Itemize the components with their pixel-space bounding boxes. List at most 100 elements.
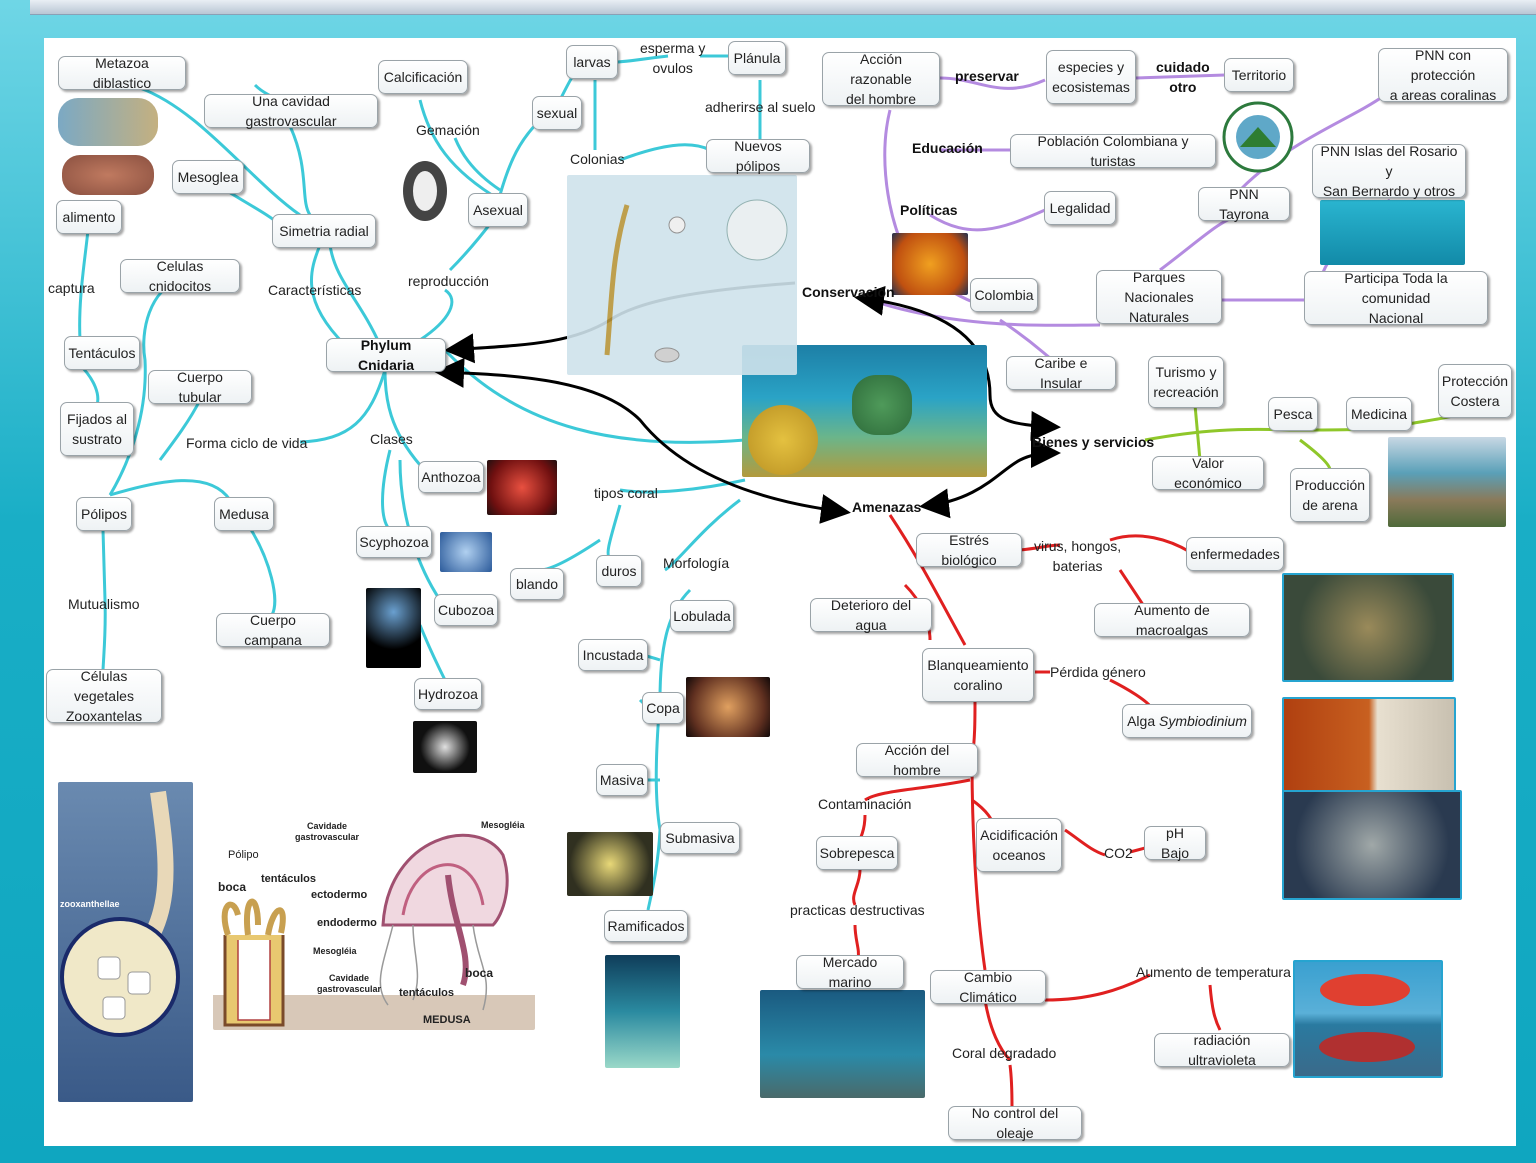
- aumento-temp-label: Aumento de temperatura: [1136, 964, 1291, 980]
- celulas-vegetales-node[interactable]: Células vegetales Zooxantelas: [46, 668, 162, 724]
- red-fish-photo: [1293, 960, 1443, 1078]
- cubozoa-box-jellyfish-photo: [366, 588, 421, 668]
- ectodermo-label: ectodermo: [311, 889, 368, 901]
- pnn-islas-node[interactable]: PNN Islas del Rosario y San Bernardo y o…: [1312, 143, 1466, 199]
- amenazas-label: Amenazas: [852, 499, 922, 515]
- sexual-node[interactable]: sexual: [532, 96, 582, 130]
- simetria-node[interactable]: Simetria radial: [272, 214, 376, 248]
- mesogleia-label-2: Mesogléia: [481, 820, 525, 830]
- duros-node[interactable]: duros: [596, 555, 642, 587]
- nuevos-polipos-node[interactable]: Nuevos pólipos: [706, 138, 810, 174]
- parques-node[interactable]: Parques Nacionales Naturales: [1096, 269, 1222, 325]
- cnidocitos-node[interactable]: Celulas cnidocitos: [120, 258, 240, 294]
- polipo-label: Pólipo: [228, 849, 259, 861]
- no-control-node[interactable]: No control del oleaje: [948, 1105, 1082, 1141]
- produccion-arena-node[interactable]: Producción de arena: [1290, 468, 1370, 522]
- alimento-node[interactable]: alimento: [56, 200, 122, 234]
- coral-branch-photo: [62, 155, 154, 195]
- coral-degradado-label: Coral degradado: [952, 1045, 1057, 1061]
- polyp-medusa-anatomy-diagram: Pólipo boca tentáculos ectodermo endoder…: [213, 815, 535, 1030]
- mercado-node[interactable]: Mercado marino: [796, 954, 904, 990]
- endodermo-label: endodermo: [317, 917, 377, 929]
- cubozoa-node[interactable]: Cubozoa: [434, 594, 498, 626]
- legalidad-node[interactable]: Legalidad: [1044, 191, 1116, 225]
- masiva-node[interactable]: Masiva: [596, 764, 648, 796]
- marine-market-photo: [760, 990, 925, 1098]
- hydrozoa-photo: [413, 721, 477, 773]
- medicina-node[interactable]: Medicina: [1346, 397, 1412, 431]
- incustada-node[interactable]: Incustada: [578, 639, 648, 671]
- boca-label-2: boca: [465, 966, 494, 980]
- tentaculos-label: tentáculos: [261, 873, 317, 885]
- acidificacion-node[interactable]: Acidificación oceanos: [976, 818, 1062, 872]
- alga-symbiodinium-node[interactable]: Alga Symbiodinium: [1122, 704, 1252, 738]
- cnidarian-lifecycle-diagram: [567, 175, 797, 375]
- sobrepesca-node[interactable]: Sobrepesca: [816, 836, 898, 870]
- ramificados-coral-photo: [605, 955, 680, 1068]
- caribe-node[interactable]: Caribe e Insular: [1006, 355, 1116, 391]
- reproduccion-label: reproducción: [408, 273, 489, 289]
- phylum-cnidaria-node[interactable]: Phylum Cnidaria: [326, 337, 446, 373]
- educacion-label: Educación: [912, 140, 983, 156]
- larvas-node[interactable]: larvas: [566, 45, 618, 79]
- metazoa-node[interactable]: Metazoa diblastico: [58, 55, 186, 91]
- territorio-node[interactable]: Territorio: [1224, 58, 1294, 92]
- captura-label: captura: [48, 280, 95, 296]
- cavidade-label-2: Cavidade gastrovascular: [317, 973, 382, 994]
- co2-label: CO2: [1104, 845, 1133, 861]
- lobulada-node[interactable]: Lobulada: [670, 600, 734, 632]
- valor-economico-node[interactable]: Valor económico: [1152, 455, 1264, 491]
- blanqueamiento-node[interactable]: Blanqueamiento coralino: [922, 648, 1034, 702]
- participa-node[interactable]: Participa Toda la comunidad Nacional: [1304, 270, 1488, 326]
- medusa-node[interactable]: Medusa: [214, 497, 274, 531]
- medusa-diagram-label: MEDUSA: [423, 1014, 471, 1026]
- cambio-climatico-node[interactable]: Cambio Climático: [930, 969, 1046, 1005]
- fijados-node[interactable]: Fijados al sustrato: [60, 402, 134, 456]
- accion-hombre-node[interactable]: Acción del hombre: [856, 742, 978, 778]
- asexual-node[interactable]: Asexual: [468, 193, 528, 227]
- parques-nacionales-logo: [1222, 97, 1294, 177]
- planula-node[interactable]: Plánula: [728, 41, 786, 75]
- turismo-node[interactable]: Turismo y recreación: [1148, 356, 1224, 408]
- blando-node[interactable]: blando: [510, 568, 564, 600]
- top-toolbar-strip: [30, 0, 1536, 15]
- hydrozoa-node[interactable]: Hydrozoa: [414, 678, 482, 710]
- calcificacion-node[interactable]: Calcificación: [378, 60, 468, 94]
- preservar-label: preservar: [955, 68, 1019, 84]
- ph-bajo-node[interactable]: pH Bajo: [1144, 825, 1206, 861]
- scyphozoa-node[interactable]: Scyphozoa: [356, 526, 432, 558]
- copa-node[interactable]: Copa: [642, 692, 684, 724]
- jellyfish-photo: [58, 98, 158, 146]
- accion-razonable-node[interactable]: Acción razonable del hombre: [822, 51, 940, 107]
- cuerpo-tubular-node[interactable]: Cuerpo tubular: [148, 369, 252, 405]
- ramificados-node[interactable]: Ramificados: [604, 910, 688, 942]
- pesca-node[interactable]: Pesca: [1268, 397, 1318, 431]
- poblacion-node[interactable]: Población Colombiana y turistas: [1010, 133, 1216, 169]
- caracteristicas-label: Características: [268, 282, 362, 298]
- estres-node[interactable]: Estrés biológico: [916, 532, 1022, 568]
- enfermedades-node[interactable]: enfermedades: [1186, 537, 1284, 571]
- macroalgas-node[interactable]: Aumento de macroalgas: [1094, 602, 1250, 638]
- proteccion-costera-node[interactable]: Protección Costera: [1438, 364, 1512, 418]
- red-sea-anemone-photo: [487, 460, 557, 515]
- pnn-tayrona-node[interactable]: PNN Tayrona: [1198, 186, 1290, 222]
- cuerpo-campana-node[interactable]: Cuerpo campana: [216, 612, 330, 648]
- clases-label: Clases: [370, 431, 413, 447]
- zooxanthellae-illustration: zooxanthellae: [58, 782, 193, 1102]
- submasiva-node[interactable]: Submasiva: [660, 822, 740, 854]
- radiacion-node[interactable]: radiación ultravioleta: [1154, 1032, 1290, 1068]
- diseased-coral-photo: [1282, 573, 1454, 682]
- mesoglea-node[interactable]: Mesoglea: [172, 160, 244, 194]
- mesogleia-label: Mesogléia: [313, 946, 357, 956]
- anthozoa-node[interactable]: Anthozoa: [418, 461, 484, 493]
- tentaculos-node[interactable]: Tentáculos: [64, 336, 140, 370]
- scyphozoa-jellyfish-photo: [440, 532, 492, 572]
- boca-label: boca: [218, 880, 247, 894]
- deterioro-node[interactable]: Deterioro del agua: [810, 597, 932, 633]
- zooxanthellae-label: zooxanthellae: [60, 899, 120, 909]
- polipos-node[interactable]: Pólipos: [76, 497, 132, 531]
- cavidad-node[interactable]: Una cavidad gastrovascular: [204, 93, 378, 129]
- colombia-node[interactable]: Colombia: [970, 278, 1038, 312]
- pnn-proteccion-node[interactable]: PNN con protección a areas coralinas: [1378, 47, 1508, 103]
- especies-node[interactable]: especies y ecosistemas: [1046, 50, 1136, 104]
